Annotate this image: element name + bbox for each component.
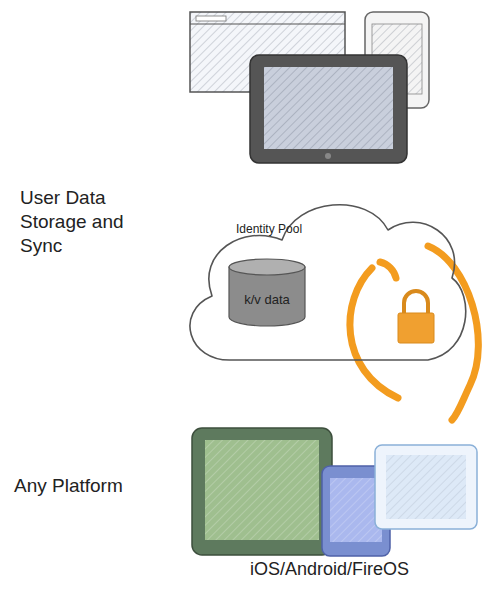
drawing-part: [250, 55, 407, 163]
section-label: Any Platform: [14, 474, 184, 498]
tablet-top: [250, 55, 407, 163]
store-label: k/v data: [244, 292, 290, 307]
drawing-part: [330, 478, 382, 542]
drawing-part: [205, 440, 319, 540]
section-label: User Data Storage and Sync: [20, 186, 170, 257]
drawing-part: [386, 455, 466, 519]
drawing-part: [375, 445, 477, 529]
tablet-light: [375, 445, 477, 529]
tablet-bottom: [192, 428, 332, 555]
drawing-part: [380, 262, 396, 278]
drawing-part: [398, 313, 434, 343]
security-swirl: [350, 246, 478, 420]
cloud-outline: [170, 180, 470, 375]
platform-label: iOS/Android/FireOS: [250, 558, 480, 581]
drawing-part: [325, 153, 331, 159]
cloud-shape: [190, 205, 466, 360]
drawing-part: [386, 455, 466, 519]
cloud-node: Identity Pool k/v data: [170, 180, 470, 375]
drawing-part: [205, 440, 319, 540]
cylinder-top: [229, 259, 305, 275]
drawing-part: [264, 67, 393, 149]
drawing-part: [264, 67, 393, 149]
drawing-part: [350, 268, 398, 398]
storage-cylinder: k/v data: [228, 258, 306, 326]
drawing-part: [196, 16, 226, 21]
lock-icon: [398, 291, 434, 343]
drawing-part: [192, 428, 332, 555]
pool-title: Identity Pool: [236, 222, 302, 236]
drawing-part: [330, 478, 382, 542]
cylinder-body: [229, 267, 305, 326]
drawing-part: [404, 291, 428, 314]
drawing-part: [190, 23, 345, 24]
